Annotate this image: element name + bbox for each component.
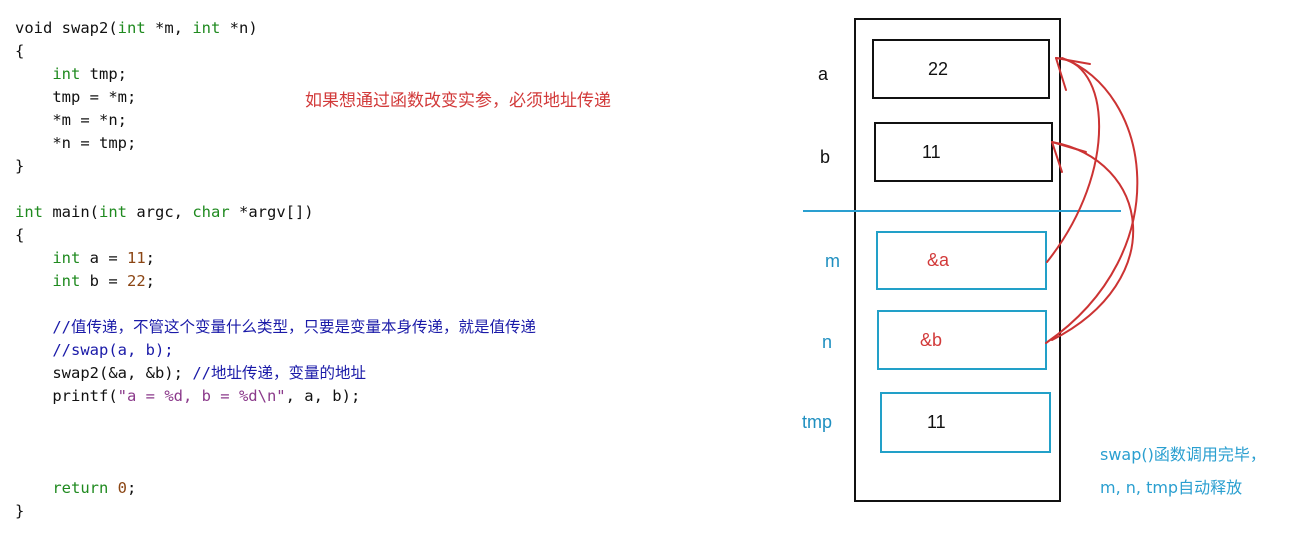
code-token: { xyxy=(15,42,25,60)
code-token: return xyxy=(52,479,109,497)
code-token: int xyxy=(192,19,221,37)
code-token: 0 xyxy=(117,479,128,497)
code-line: int main(int argc, char *argv[]) xyxy=(15,201,536,224)
code-token: 22 xyxy=(127,272,146,290)
code-token: tmp = *m; xyxy=(15,88,137,106)
var-label-tmp: tmp xyxy=(802,412,833,432)
code-line: { xyxy=(15,40,536,63)
var-label-a: a xyxy=(818,64,829,84)
code-token: char xyxy=(192,203,230,221)
release-note-line1: swap()函数调用完毕， xyxy=(1100,445,1266,464)
code-line: return 0; xyxy=(15,477,536,500)
release-note-line2: m, n, tmp自动释放 xyxy=(1100,478,1243,497)
code-token: *m = *n; xyxy=(15,111,127,129)
var-value-n: &b xyxy=(920,329,943,350)
code-token: ; xyxy=(127,479,137,497)
code-line: int a = 11; xyxy=(15,247,536,270)
code-token: { xyxy=(15,226,25,244)
arrow-b-head-2 xyxy=(1051,141,1087,153)
code-token: b = xyxy=(80,272,127,290)
arrow-b-head-1 xyxy=(1051,141,1063,173)
code-token: int xyxy=(52,65,81,83)
code-token: swap2(&a, &b); xyxy=(15,364,193,382)
address-passing-note: 如果想通过函数改变实参，必须地址传递 xyxy=(305,91,611,111)
code-token: *m, xyxy=(145,19,193,37)
var-value-b: 11 xyxy=(922,141,941,162)
code-token: //地址传递，变量的地址 xyxy=(192,364,366,382)
code-token: ; xyxy=(145,249,156,267)
code-line: printf("a = %d, b = %d\n", a, b); xyxy=(15,385,536,408)
code-line: } xyxy=(15,155,536,178)
arrow-n-to-b xyxy=(1051,141,1135,341)
var-box-tmp: 11 xyxy=(880,392,1051,453)
code-token: printf( xyxy=(15,387,118,405)
code-token: *n = tmp; xyxy=(15,134,137,152)
var-box-n: &b xyxy=(877,310,1047,370)
code-line: int tmp; xyxy=(15,63,536,86)
code-line: *n = tmp; xyxy=(15,132,536,155)
code-token: *n) xyxy=(220,19,258,37)
code-line: *m = *n; xyxy=(15,109,536,132)
code-line: swap2(&a, &b); //地址传递，变量的地址 xyxy=(15,362,536,385)
var-box-m: &a xyxy=(876,231,1047,290)
code-token: *argv[]) xyxy=(229,203,314,221)
code-token: } xyxy=(15,157,25,175)
code-token: int xyxy=(52,272,81,290)
arrow-m-to-a xyxy=(1046,57,1100,263)
code-line: int b = 22; xyxy=(15,270,536,293)
code-token: } xyxy=(15,502,25,520)
code-line: //swap(a, b); xyxy=(15,339,536,362)
var-box-b: 11 xyxy=(874,122,1053,182)
code-token: int xyxy=(52,249,81,267)
code-token: "a = %d, b = %d\n" xyxy=(117,387,286,405)
var-value-tmp: 11 xyxy=(927,412,946,432)
stack-divider-line xyxy=(803,210,1121,212)
code-token: //swap(a, b); xyxy=(52,341,174,359)
code-line: } xyxy=(15,500,536,523)
code-listing: void swap2(int *m, int *n){ int tmp; tmp… xyxy=(15,17,536,523)
memory-stack-frame xyxy=(854,18,1061,502)
code-line: { xyxy=(15,224,536,247)
var-value-a: 22 xyxy=(928,58,949,79)
code-token: a = xyxy=(80,249,127,267)
code-token: void swap2( xyxy=(15,19,118,37)
code-token: argc, xyxy=(127,203,193,221)
code-token: tmp; xyxy=(80,65,127,83)
var-value-m: &a xyxy=(927,250,950,270)
code-token: main( xyxy=(43,203,99,221)
code-line: void swap2(int *m, int *n) xyxy=(15,17,536,40)
code-token: int xyxy=(15,203,43,221)
code-token: int xyxy=(99,203,127,221)
var-box-a: 22 xyxy=(872,39,1050,99)
code-line: //值传递，不管这个变量什么类型，只要是变量本身传递，就是值传递 xyxy=(15,316,536,339)
var-label-n: n xyxy=(822,332,833,352)
code-token: ; xyxy=(145,272,156,290)
code-token: 11 xyxy=(127,249,146,267)
var-label-b: b xyxy=(820,147,831,167)
code-token: int xyxy=(117,19,146,37)
code-line: tmp = *m; xyxy=(15,86,536,109)
code-token: //值传递，不管这个变量什么类型，只要是变量本身传递，就是值传递 xyxy=(52,318,536,336)
code-token: , a, b); xyxy=(285,387,361,405)
arrow-n-to-a xyxy=(1045,57,1139,344)
arrow-m-head-2 xyxy=(1055,57,1091,65)
var-label-m: m xyxy=(825,251,840,271)
arrow-m-head-1 xyxy=(1055,57,1067,91)
